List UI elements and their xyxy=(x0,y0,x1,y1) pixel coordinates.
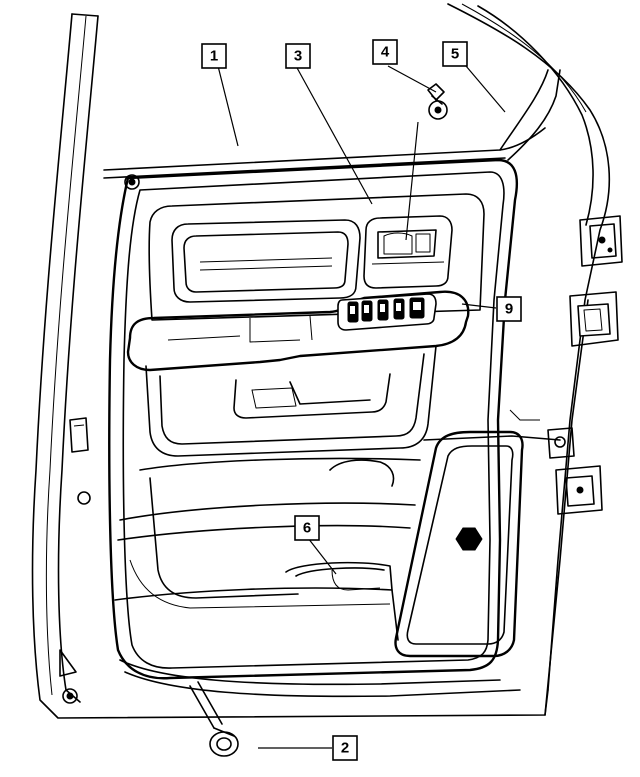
door-frame xyxy=(31,3,611,719)
map-pocket-cupholder xyxy=(139,457,421,599)
callout-9: 9 xyxy=(496,296,522,322)
callout-6-label: 6 xyxy=(303,520,311,537)
window-switch-bank xyxy=(337,293,437,331)
leader-lines xyxy=(217,65,506,749)
pull-handle-bezel xyxy=(171,219,361,303)
callout-2-label: 2 xyxy=(341,740,349,757)
callout-4: 4 xyxy=(372,39,398,65)
callout-9-label: 9 xyxy=(505,301,513,318)
trim-panel xyxy=(108,158,521,698)
callout-6: 6 xyxy=(294,515,320,541)
fastener-screw-4 xyxy=(427,83,448,120)
speaker-panel xyxy=(394,409,561,658)
panel-clips xyxy=(59,174,140,704)
callout-5: 5 xyxy=(442,41,468,67)
callout-3: 3 xyxy=(285,43,311,69)
door-hinges xyxy=(547,215,623,515)
callout-4-label: 4 xyxy=(381,44,390,61)
inside-door-handle xyxy=(363,215,453,289)
callout-1: 1 xyxy=(201,43,227,69)
push-pin-fastener-2 xyxy=(189,681,239,757)
callout-3-label: 3 xyxy=(294,48,302,65)
callout-2: 2 xyxy=(332,735,358,761)
callout-1-label: 1 xyxy=(210,48,218,65)
callout-5-label: 5 xyxy=(451,46,459,63)
